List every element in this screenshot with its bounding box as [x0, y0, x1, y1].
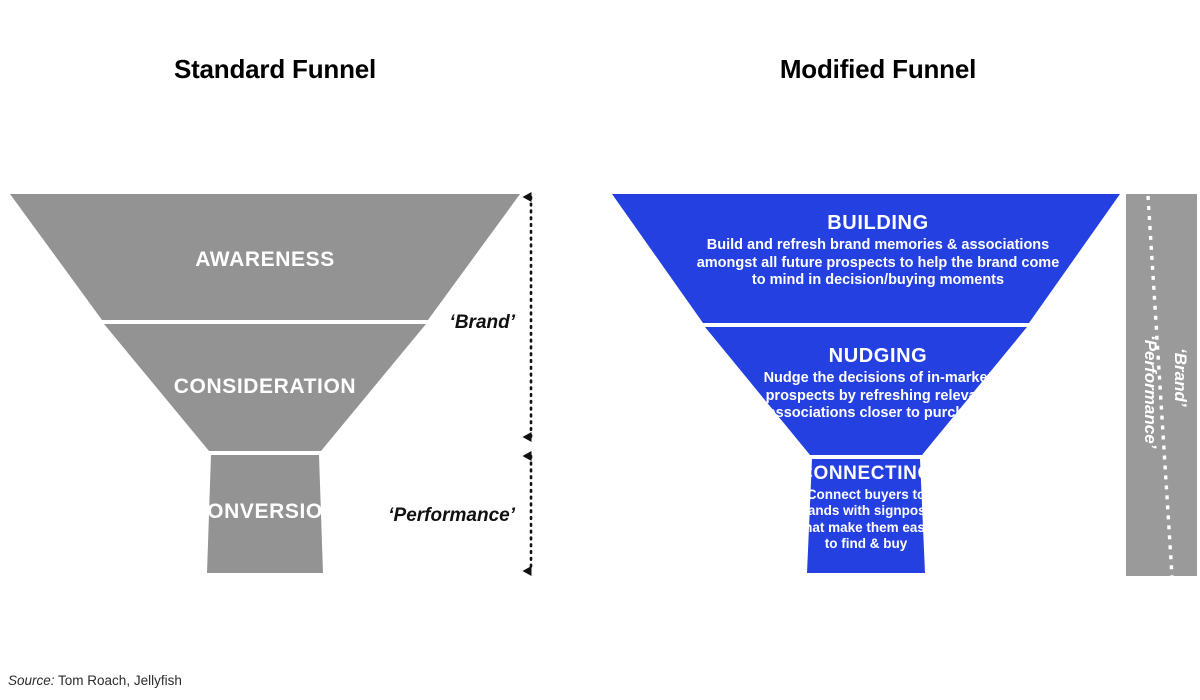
bar-label-performance: ‘Performance’ [1141, 335, 1160, 449]
standard-funnel-title: Standard Funnel [173, 54, 377, 84]
standard-segment-awareness[interactable] [10, 194, 520, 320]
bar-dashed-divider [1146, 195, 1174, 577]
modified-segment-connecting[interactable] [807, 459, 925, 573]
source-label: Source: [8, 673, 55, 688]
modified-segment-nudging[interactable] [705, 327, 1027, 455]
standard-funnel-shape [10, 194, 520, 573]
source-note: Source: Tom Roach, Jellyfish [8, 673, 182, 688]
source-value: Tom Roach, Jellyfish [54, 673, 182, 688]
bar-background [1126, 194, 1197, 576]
modified-funnel-shape [612, 194, 1120, 573]
bracket-label-brand: ‘Brand’ [449, 312, 515, 333]
brand-performance-bar [1126, 194, 1197, 577]
bracket-label-performance: ‘Performance’ [388, 505, 515, 526]
modified-segment-building[interactable] [612, 194, 1120, 323]
bar-label-brand: ‘Brand’ [1171, 348, 1190, 407]
modified-funnel-title: Modified Funnel [779, 54, 977, 84]
standard-segment-conversion[interactable] [207, 455, 323, 573]
standard-segment-consideration[interactable] [104, 324, 426, 451]
